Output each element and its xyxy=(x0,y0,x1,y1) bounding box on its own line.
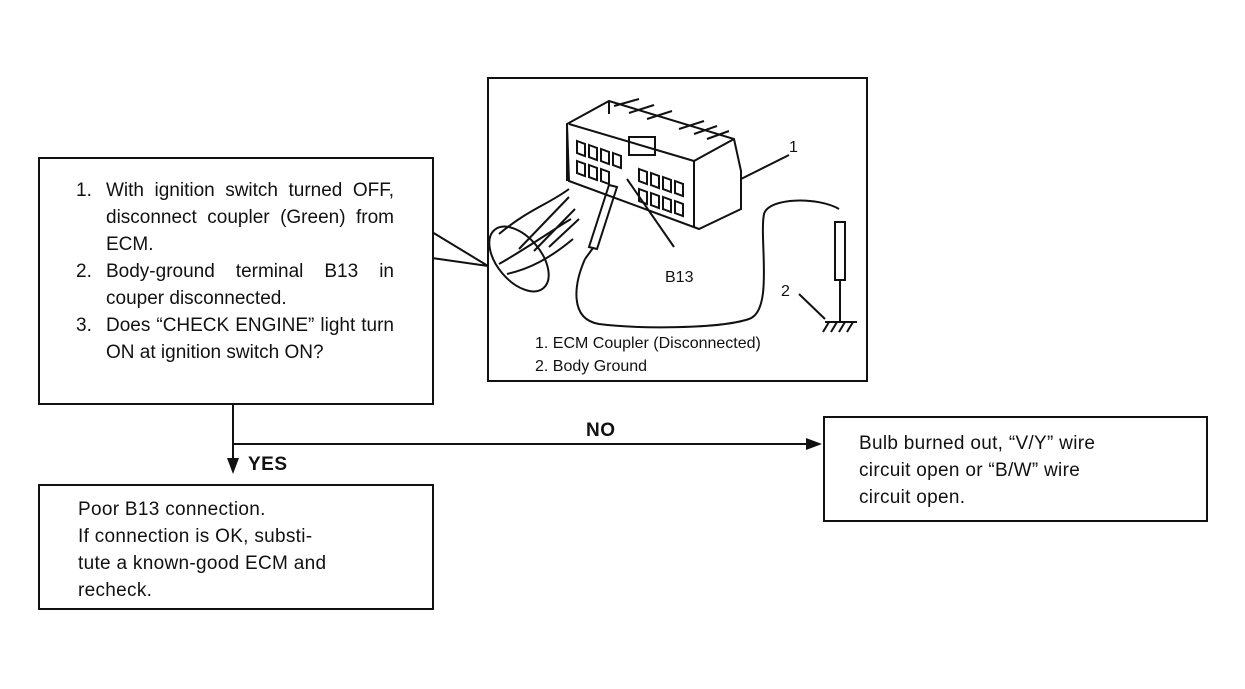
yes-label: YES xyxy=(248,454,288,475)
no-line-3: circuit open. xyxy=(859,487,966,508)
callout-2-label: 2 xyxy=(781,283,790,300)
step-3-text: Does “CHECK ENGINE” light turn ON at ign… xyxy=(106,315,394,363)
step-1-text: With ignition switch turned OFF, disconn… xyxy=(106,180,394,255)
step-1: 1. With ignition switch turned OFF, disc… xyxy=(76,177,394,258)
callout-2-leader xyxy=(798,293,826,320)
coupler-ribs xyxy=(613,98,730,140)
ecm-coupler-drawing xyxy=(489,98,857,333)
ecm-coupler-icon xyxy=(565,99,742,231)
step-3-number: 3. xyxy=(76,315,92,336)
yes-arrowhead xyxy=(227,458,239,474)
no-line-2: circuit open or “B/W” wire xyxy=(859,460,1081,481)
no-label: NO xyxy=(586,420,616,441)
yes-line-3: tute a known-good ECM and xyxy=(78,553,327,574)
step-3: 3. Does “CHECK ENGINE” light turn ON at … xyxy=(76,312,394,366)
yes-line-4: recheck. xyxy=(78,580,153,601)
harness-sleeve xyxy=(489,225,550,293)
ground-hatch xyxy=(822,321,854,333)
b13-leader xyxy=(626,178,675,248)
illustration-box: 1 B13 2 1. ECM Coupler (Disconnected) 2.… xyxy=(487,77,868,382)
ground-probe xyxy=(834,221,846,281)
no-arrowhead xyxy=(806,438,822,450)
callout-pointer xyxy=(431,231,489,267)
yes-result-box: Poor B13 connection. If connection is OK… xyxy=(38,484,434,610)
test-probe xyxy=(584,183,619,260)
coupler-latch xyxy=(628,136,656,156)
callout-1-leader xyxy=(740,154,790,180)
yes-line-2: If connection is OK, substi- xyxy=(78,526,313,547)
no-result-box: Bulb burned out, “V/Y” wire circuit open… xyxy=(823,416,1208,522)
legend-line-2: 2. Body Ground xyxy=(535,358,648,375)
callout-1-label: 1 xyxy=(789,139,798,156)
step-2-number: 2. xyxy=(76,261,92,282)
jumper-wire xyxy=(575,199,840,329)
yes-line-1: Poor B13 connection. xyxy=(78,499,266,520)
step-2: 2. Body-ground terminal B13 in couper di… xyxy=(76,258,394,312)
step-1-number: 1. xyxy=(76,180,92,201)
legend-line-1: 1. ECM Coupler (Disconnected) xyxy=(535,335,761,352)
step-2-text: Body-ground terminal B13 in couper disco… xyxy=(106,261,394,309)
check-procedure-box: 1. With ignition switch turned OFF, disc… xyxy=(38,157,434,405)
wire-harness xyxy=(498,188,580,275)
no-line-1: Bulb burned out, “V/Y” wire xyxy=(859,433,1096,454)
b13-label: B13 xyxy=(665,269,694,286)
